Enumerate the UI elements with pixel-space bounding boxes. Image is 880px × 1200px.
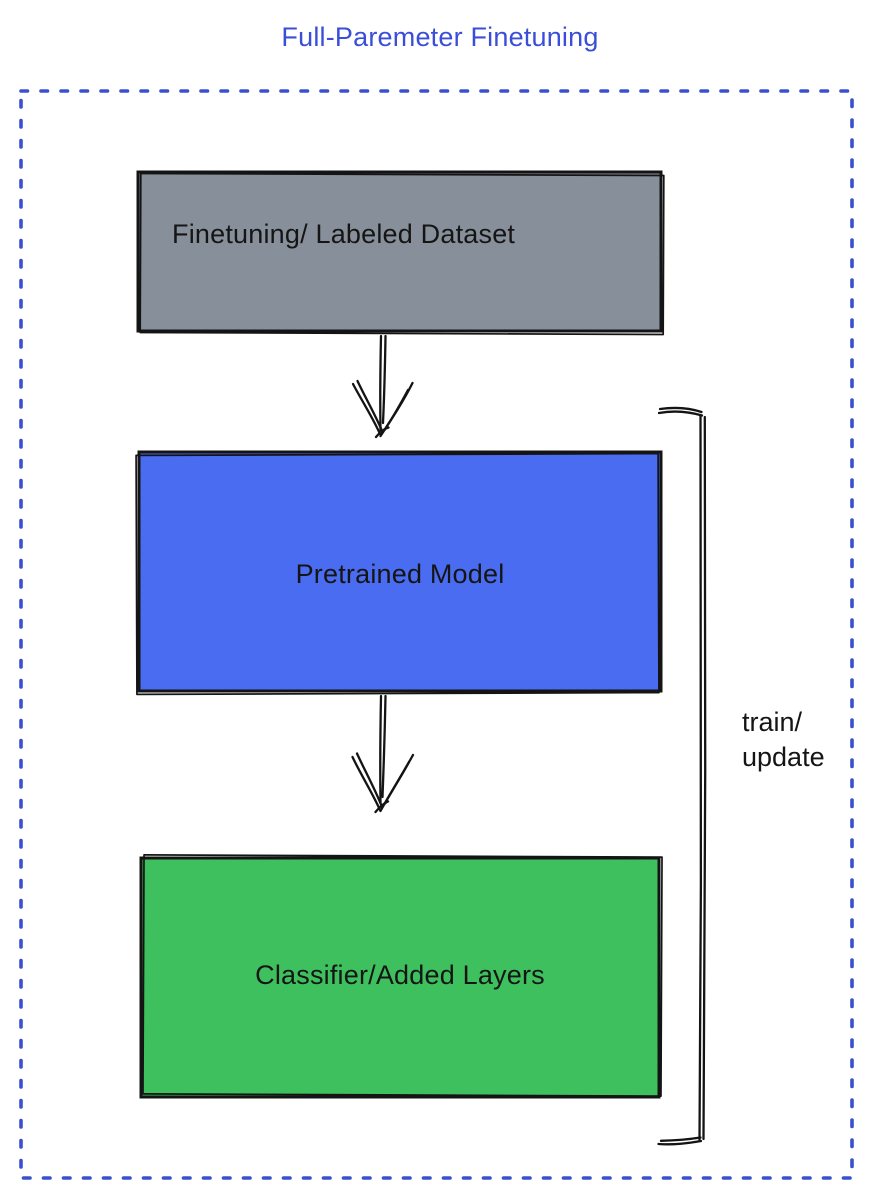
arrow-pretrained-to-classifier (351, 694, 415, 814)
box-classifier-shape (139, 854, 663, 1099)
box-classifier-label: Classifier/Added Layers (255, 960, 545, 990)
train-update-bracket (657, 406, 707, 1146)
box-pretrained-shape (135, 450, 663, 696)
bracket-label: train/ update (742, 705, 825, 775)
page-title: Full-Paremeter Finetuning (281, 22, 599, 52)
box-dataset-shape (136, 170, 665, 336)
bracket-label-line2: update (742, 742, 825, 772)
box-pretrained-label: Pretrained Model (295, 559, 505, 589)
bracket-label-line1: train/ (742, 707, 803, 737)
arrow-dataset-to-pretrained (351, 334, 414, 439)
box-dataset-label: Finetuning/ Labeled Dataset (172, 219, 516, 249)
